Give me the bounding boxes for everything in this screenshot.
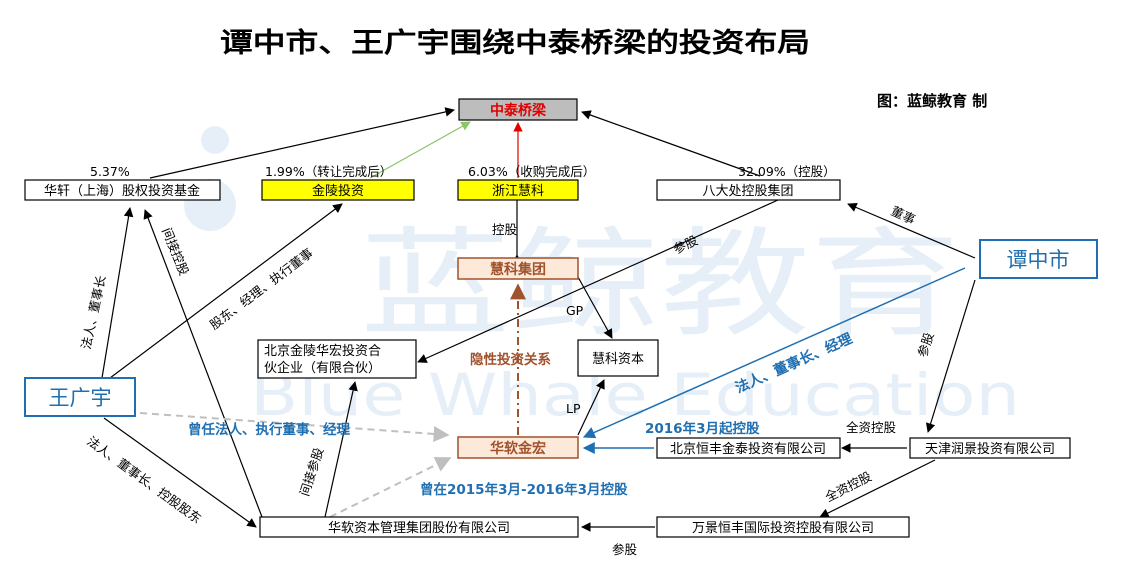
node-wanjing-label: 万景恒丰国际投资控股有限公司 xyxy=(692,520,874,536)
credit-text: 图：蓝鲸教育 制 xyxy=(877,92,987,110)
node-beijing-jinling: 北京金陵华宏投资合 伙企业（有限合伙） xyxy=(257,339,417,379)
edge-huaxuan-zhongtai xyxy=(149,107,455,179)
edge-huaruancapital-huaxuan xyxy=(143,209,263,518)
node-beijing-jinling-line2: 伙企业（有限合伙） xyxy=(264,360,381,376)
edge-jinling-zhongtai xyxy=(369,121,471,179)
node-tan: 谭中市 xyxy=(979,239,1098,279)
node-zhongtai-label: 中泰桥梁 xyxy=(490,102,547,119)
node-wang-label: 王广宇 xyxy=(49,386,112,410)
label-since2016: 2016年3月起控股 xyxy=(645,420,760,437)
label-ceng-period: 曾在2015年3月-2016年3月控股 xyxy=(420,481,628,498)
node-huike-capital-label: 慧科资本 xyxy=(592,351,644,367)
edge-tan-tianjin xyxy=(925,279,976,433)
node-huaxuan: 华轩（上海）股权投资基金 xyxy=(24,179,221,201)
label-quanzi-top: 全资控股 xyxy=(846,420,897,435)
node-jinling-label: 金陵投资 xyxy=(312,183,364,199)
edge-huaruancapital-huaruanjinhong xyxy=(329,457,452,518)
node-zhongtai: 中泰桥梁 xyxy=(458,98,578,121)
edge-tan-bada xyxy=(847,202,976,259)
watermark-cn: 蓝鲸教育 xyxy=(360,215,960,353)
node-huike-capital: 慧科资本 xyxy=(577,339,659,377)
node-huike-group-label: 慧科集团 xyxy=(490,261,546,278)
edges xyxy=(101,107,976,532)
node-tan-label: 谭中市 xyxy=(1007,248,1070,272)
label-gp: GP xyxy=(566,303,584,318)
label-quanzi-diag: 全资控股 xyxy=(823,468,875,504)
label-jianjie-canggu: 间接参股 xyxy=(297,445,327,498)
node-bada-label: 八大处控股集团 xyxy=(702,183,793,199)
edge-bada-beijingjinling xyxy=(417,199,779,363)
node-wanjing: 万景恒丰国际投资控股有限公司 xyxy=(656,516,910,538)
node-huaruan-capital-label: 华软资本管理集团股份有限公司 xyxy=(328,520,510,536)
node-huaruan-capital: 华软资本管理集团股份有限公司 xyxy=(259,516,579,538)
edge-wang-huaxuan xyxy=(101,207,134,379)
node-hengfeng: 北京恒丰金泰投资有限公司 xyxy=(656,437,841,459)
edge-huaruancapital-beijing xyxy=(324,381,358,518)
node-tianjin-label: 天津润景投资有限公司 xyxy=(925,441,1055,457)
node-wang: 王广宇 xyxy=(24,377,136,417)
node-hengfeng-label: 北京恒丰金泰投资有限公司 xyxy=(670,441,826,457)
node-jinling: 金陵投资 xyxy=(261,179,415,201)
node-zhejiang-label: 浙江慧科 xyxy=(492,183,544,199)
label-pct-bada: 32.09%（控股） xyxy=(738,164,836,179)
node-huike-group: 慧科集团 xyxy=(457,257,579,280)
edge-wang-jinling xyxy=(109,203,343,379)
label-pct-huaxuan: 5.37% xyxy=(90,164,130,179)
label-canggu-bottom: 参股 xyxy=(612,542,638,557)
node-beijing-jinling-line1: 北京金陵华宏投资合 xyxy=(264,343,381,359)
edge-tan-huaruanjinhong xyxy=(582,267,966,439)
label-konggu: 控股 xyxy=(492,222,518,237)
label-cengren: 曾任法人、执行董事、经理 xyxy=(188,421,350,438)
label-lp: LP xyxy=(566,401,581,416)
page-title: 谭中市、王广宇围绕中泰桥梁的投资布局 xyxy=(220,27,810,59)
edge-wang-huaruancapital xyxy=(103,417,257,528)
node-huaruan-jinhong-label: 华软金宏 xyxy=(490,440,546,457)
label-canggu-right: 参股 xyxy=(915,330,937,359)
edge-bada-zhongtai xyxy=(581,110,761,177)
node-tianjin: 天津润景投资有限公司 xyxy=(909,437,1071,459)
edge-tianjin-wanjing xyxy=(819,459,936,518)
node-huaxuan-label: 华轩（上海）股权投资基金 xyxy=(44,183,200,199)
edge-wang-huaruanjinhong xyxy=(139,412,450,442)
label-pct-zhejiang: 6.03%（收购完成后） xyxy=(468,164,595,179)
label-pct-jinling: 1.99%（转让完成后） xyxy=(265,164,392,179)
node-bada: 八大处控股集团 xyxy=(656,179,841,201)
node-huaruan-jinhong: 华软金宏 xyxy=(457,436,579,459)
node-zhejiang: 浙江慧科 xyxy=(457,179,579,201)
edge-huaruan-huikecapital xyxy=(577,379,605,436)
label-jianjie-konggu: 间接控股 xyxy=(159,226,192,278)
label-gudong-jingli: 股东、经理、执行董事 xyxy=(207,245,316,332)
label-faren-dongshizhang: 法人、董事长 xyxy=(78,274,108,351)
label-yinxing: 隐性投资关系 xyxy=(470,351,551,368)
